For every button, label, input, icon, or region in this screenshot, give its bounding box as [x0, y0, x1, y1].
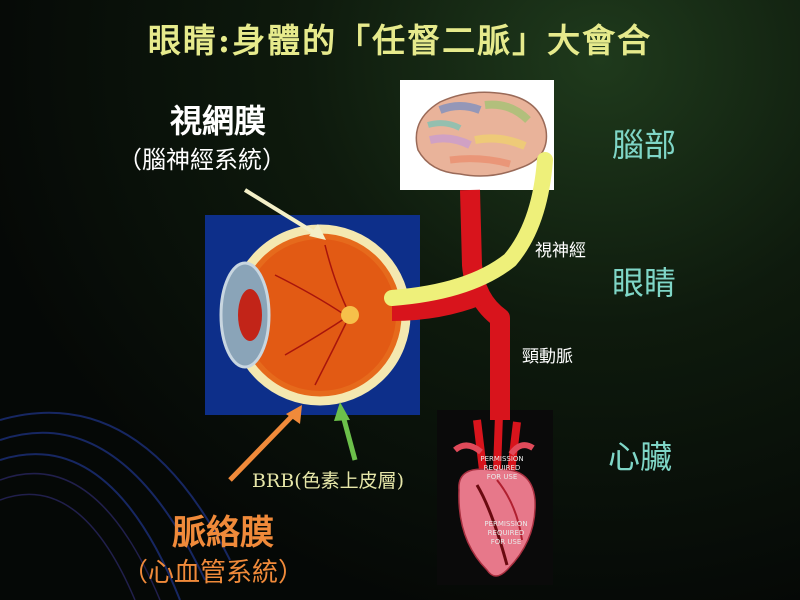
retina-sublabel: （腦神經系統） [118, 146, 286, 174]
watermark-bottom: PERMISSION REQUIRED FOR USE [484, 520, 528, 546]
page-title: 眼睛:身體的「任督二脈」大會合 [147, 21, 653, 60]
carotid-artery [460, 189, 510, 420]
choroid-sublabel: （心血管系統） [122, 558, 305, 588]
retina-label: 視網膜 [170, 102, 267, 140]
retina-arrow-head [309, 224, 326, 240]
heart-illustration [453, 414, 536, 577]
watermark-top: PERMISSION REQUIRED FOR USE [480, 455, 524, 481]
heart-label: 心臟 [608, 438, 673, 476]
eye-cross-section [205, 215, 420, 415]
eye-illustration [219, 224, 411, 406]
heart-image: PERMISSION REQUIRED FOR USE PERMISSION R… [437, 410, 553, 585]
choroid-arrow [228, 410, 298, 482]
carotid-label: 頸動脈 [522, 347, 573, 367]
eye-label: 眼睛 [612, 264, 677, 302]
artery-to-eye [391, 287, 484, 321]
brb-arrow-head [334, 402, 350, 421]
choroid-arrow-head [286, 405, 302, 424]
brain-label: 腦部 [612, 126, 677, 164]
retina-arrow [243, 188, 320, 237]
brain-image [400, 80, 554, 190]
choroid-label: 脈絡膜 [172, 513, 274, 553]
optic-nerve-label: 視神經 [535, 241, 586, 261]
brain-illustration [415, 91, 548, 177]
optic-nerve-path [384, 152, 553, 306]
brb-label: BRB(色素上皮層) [252, 470, 405, 492]
